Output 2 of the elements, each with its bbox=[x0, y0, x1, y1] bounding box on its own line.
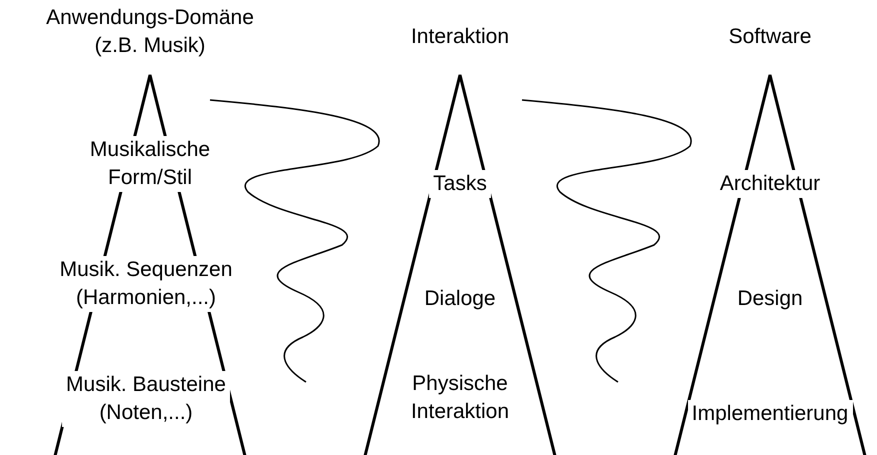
level-label: Musik. Bausteine (Noten,...) bbox=[62, 371, 230, 427]
level-label: Tasks bbox=[429, 170, 491, 198]
